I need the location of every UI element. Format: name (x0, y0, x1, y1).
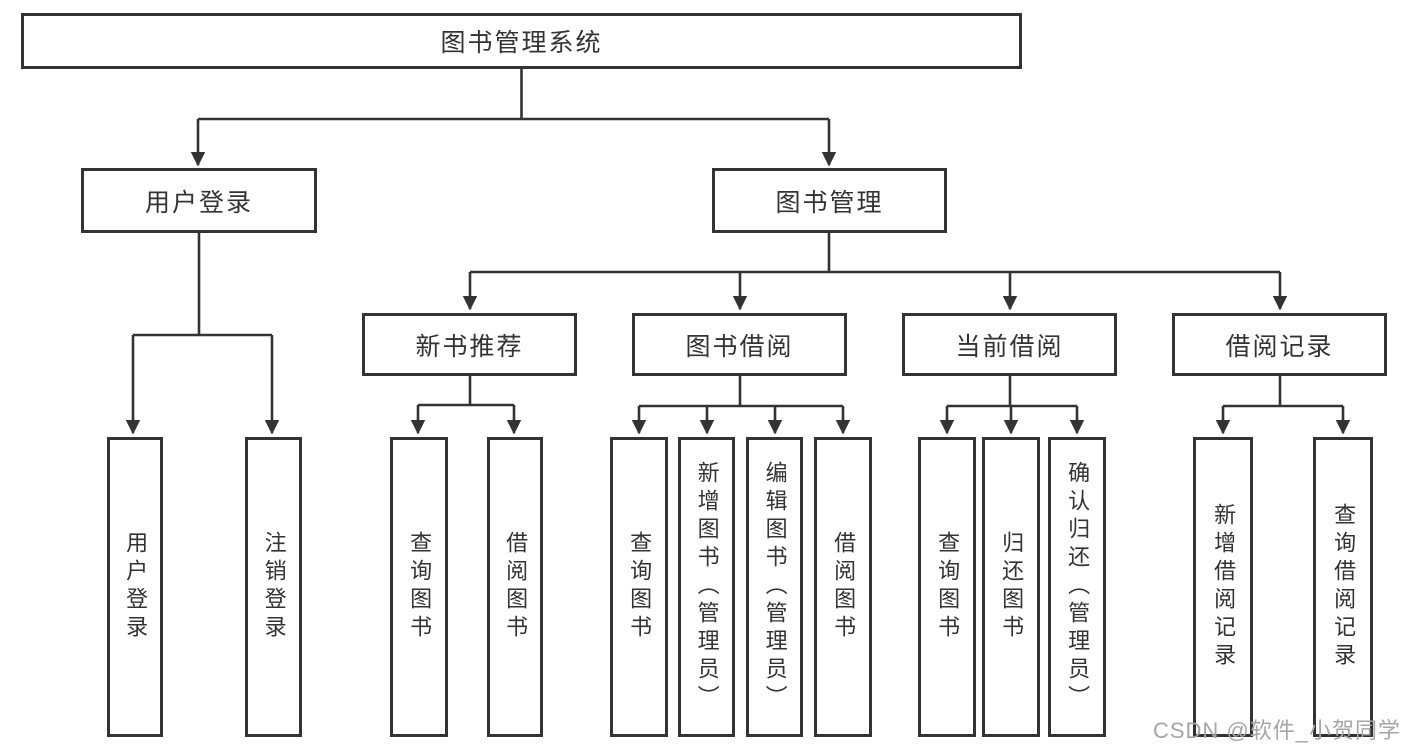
node-new-book-recommend-label: 新书推荐 (415, 332, 524, 361)
leaf-query-books-current: 查询图书 (918, 437, 976, 737)
leaf-query-books-recommend: 查询图书 (390, 437, 448, 737)
leaf-add-book-admin-label: 新增图书（管理员） (694, 461, 720, 713)
leaf-query-books-borrow-label: 查询图书 (627, 531, 653, 643)
leaf-confirm-return-admin-label: 确认归还（管理员） (1065, 461, 1091, 713)
leaf-query-borrow-record: 查询借阅记录 (1313, 437, 1373, 737)
leaf-query-books-current-label: 查询图书 (935, 531, 961, 643)
node-library-system-label: 图书管理系统 (440, 29, 603, 57)
node-user-login-label: 用户登录 (144, 188, 253, 217)
leaf-borrow-books-borrow-label: 借阅图书 (831, 531, 857, 643)
leaf-return-books: 归还图书 (982, 437, 1040, 737)
leaf-logout: 注销登录 (245, 437, 302, 737)
leaf-return-books-label: 归还图书 (999, 531, 1025, 643)
node-current-borrow: 当前借阅 (902, 313, 1117, 376)
node-user-login: 用户登录 (81, 168, 317, 233)
node-book-borrow: 图书借阅 (632, 313, 847, 376)
node-new-book-recommend: 新书推荐 (362, 313, 577, 376)
node-library-system: 图书管理系统 (21, 13, 1022, 69)
leaf-query-borrow-record-label: 查询借阅记录 (1331, 503, 1357, 671)
node-current-borrow-label: 当前借阅 (955, 332, 1064, 361)
leaf-confirm-return-admin: 确认归还（管理员） (1048, 437, 1106, 737)
csdn-watermark: CSDN @软件_小贺同学 (1152, 718, 1401, 743)
leaf-borrow-books-recommend-label: 借阅图书 (503, 531, 529, 643)
leaf-borrow-books-borrow: 借阅图书 (814, 437, 872, 737)
leaf-add-book-admin: 新增图书（管理员） (678, 437, 735, 737)
leaf-query-books-recommend-label: 查询图书 (407, 531, 433, 643)
leaf-user-login-label: 用户登录 (123, 531, 149, 643)
node-borrow-records-label: 借阅记录 (1225, 332, 1334, 361)
node-book-borrow-label: 图书借阅 (685, 332, 794, 361)
node-book-management-label: 图书管理 (775, 188, 884, 217)
leaf-borrow-books-recommend: 借阅图书 (487, 437, 543, 737)
leaf-edit-book-admin-label: 编辑图书（管理员） (762, 461, 788, 713)
leaf-edit-book-admin: 编辑图书（管理员） (746, 437, 803, 737)
node-borrow-records: 借阅记录 (1172, 313, 1387, 376)
leaf-logout-label: 注销登录 (261, 531, 287, 643)
leaf-user-login: 用户登录 (107, 437, 163, 737)
node-book-management: 图书管理 (712, 168, 947, 233)
leaf-query-books-borrow: 查询图书 (610, 437, 668, 737)
leaf-add-borrow-record: 新增借阅记录 (1193, 437, 1253, 737)
leaf-add-borrow-record-label: 新增借阅记录 (1211, 503, 1237, 671)
